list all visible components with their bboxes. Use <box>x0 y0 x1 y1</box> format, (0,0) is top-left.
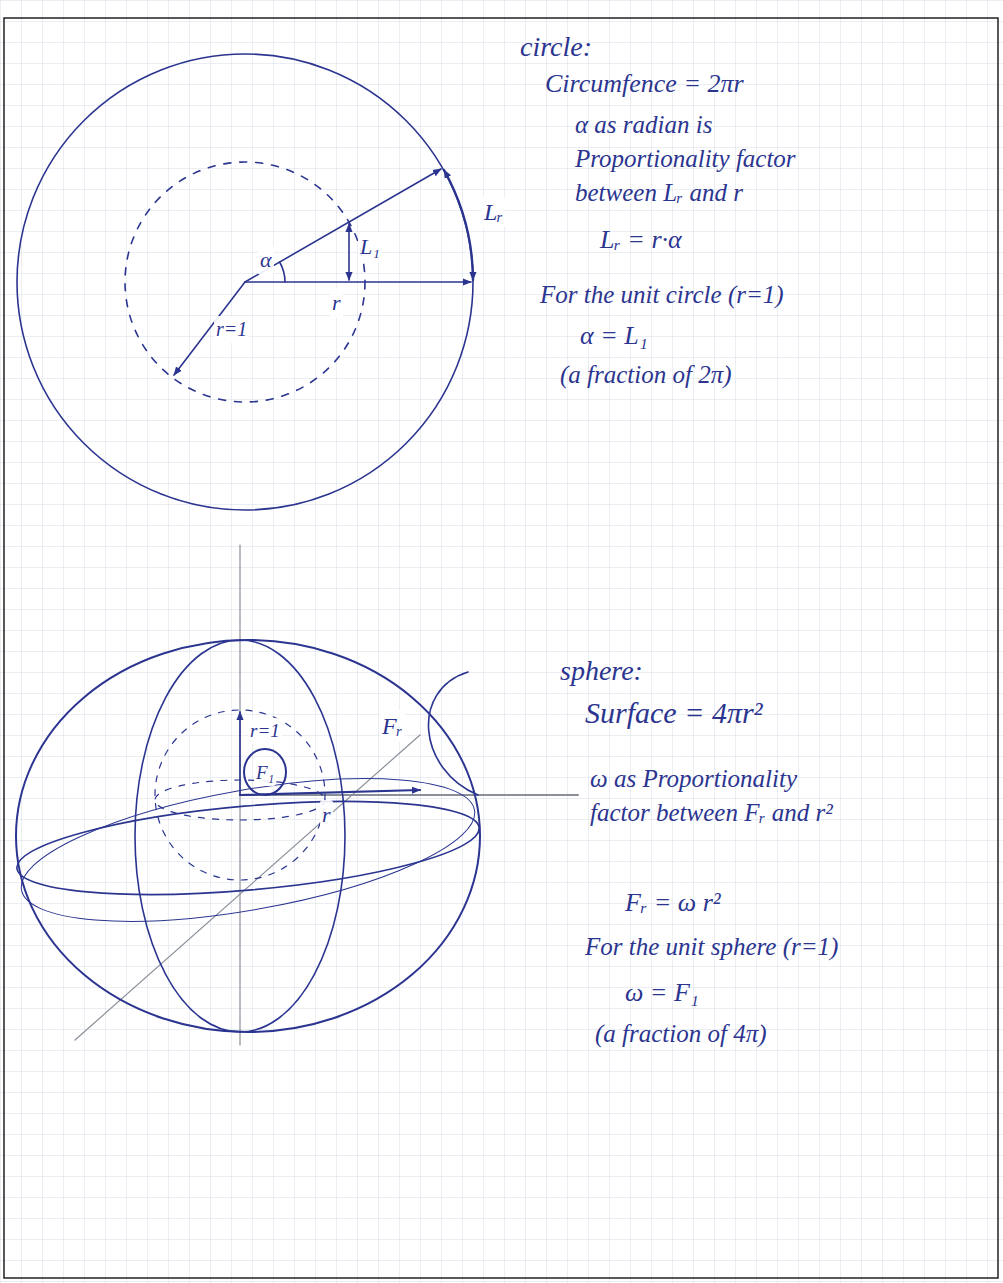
area-label: Fᵣ <box>380 710 405 742</box>
explanation-note: α as radian is Proportionality factor be… <box>575 108 837 209</box>
section-heading: sphere: <box>560 652 643 690</box>
arc-label: Lᵣ <box>482 196 505 228</box>
outer-circle <box>17 54 473 510</box>
sphere-figure <box>11 545 578 1045</box>
condition-note: For the unit circle (r=1) <box>540 278 784 312</box>
angle-label: α <box>258 245 274 275</box>
angle-arc <box>280 262 285 282</box>
formula: α = L₁ <box>580 318 648 353</box>
formula: Circumfence = 2πr <box>545 66 744 101</box>
radius-arrow <box>245 281 471 283</box>
radius-label: r=1 <box>214 316 249 343</box>
unit-arc-arrow <box>348 224 350 280</box>
formula: Fᵣ = ω r² <box>625 885 721 920</box>
radius-label: r <box>320 800 333 830</box>
cap-boundary <box>428 672 478 795</box>
page-frame <box>4 18 998 1278</box>
condition-note: For the unit sphere (r=1) <box>585 930 838 964</box>
unit-radius-arrow <box>239 712 241 795</box>
section-heading: circle: <box>520 28 592 66</box>
circle-figure <box>17 54 473 510</box>
formula: ω = F₁ <box>625 975 699 1010</box>
angle-ray <box>245 169 441 282</box>
arc-label: L₁ <box>358 232 382 262</box>
formula: Surface = 4πr² <box>585 693 763 734</box>
note: (a fraction of 2π) <box>560 358 732 392</box>
formula: Lᵣ = r·α <box>600 222 682 257</box>
vertical-axis <box>239 545 240 1045</box>
area-label: F₁ <box>254 760 276 786</box>
depth-axis <box>75 735 420 1040</box>
arc-length-arrow <box>444 170 473 280</box>
unit-sphere <box>155 710 325 880</box>
radius-arrow <box>240 790 420 795</box>
meridian <box>135 640 345 1032</box>
radius-label: r <box>330 288 343 318</box>
great-circle <box>11 751 485 949</box>
note: (a fraction of 4π) <box>595 1017 767 1051</box>
explanation-note: ω as Proportionality factor between Fᵣ a… <box>590 762 840 830</box>
outer-sphere <box>16 640 480 1032</box>
equator <box>13 786 483 910</box>
unit-area-patch <box>244 749 286 795</box>
radius-label: r=1 <box>248 718 282 744</box>
